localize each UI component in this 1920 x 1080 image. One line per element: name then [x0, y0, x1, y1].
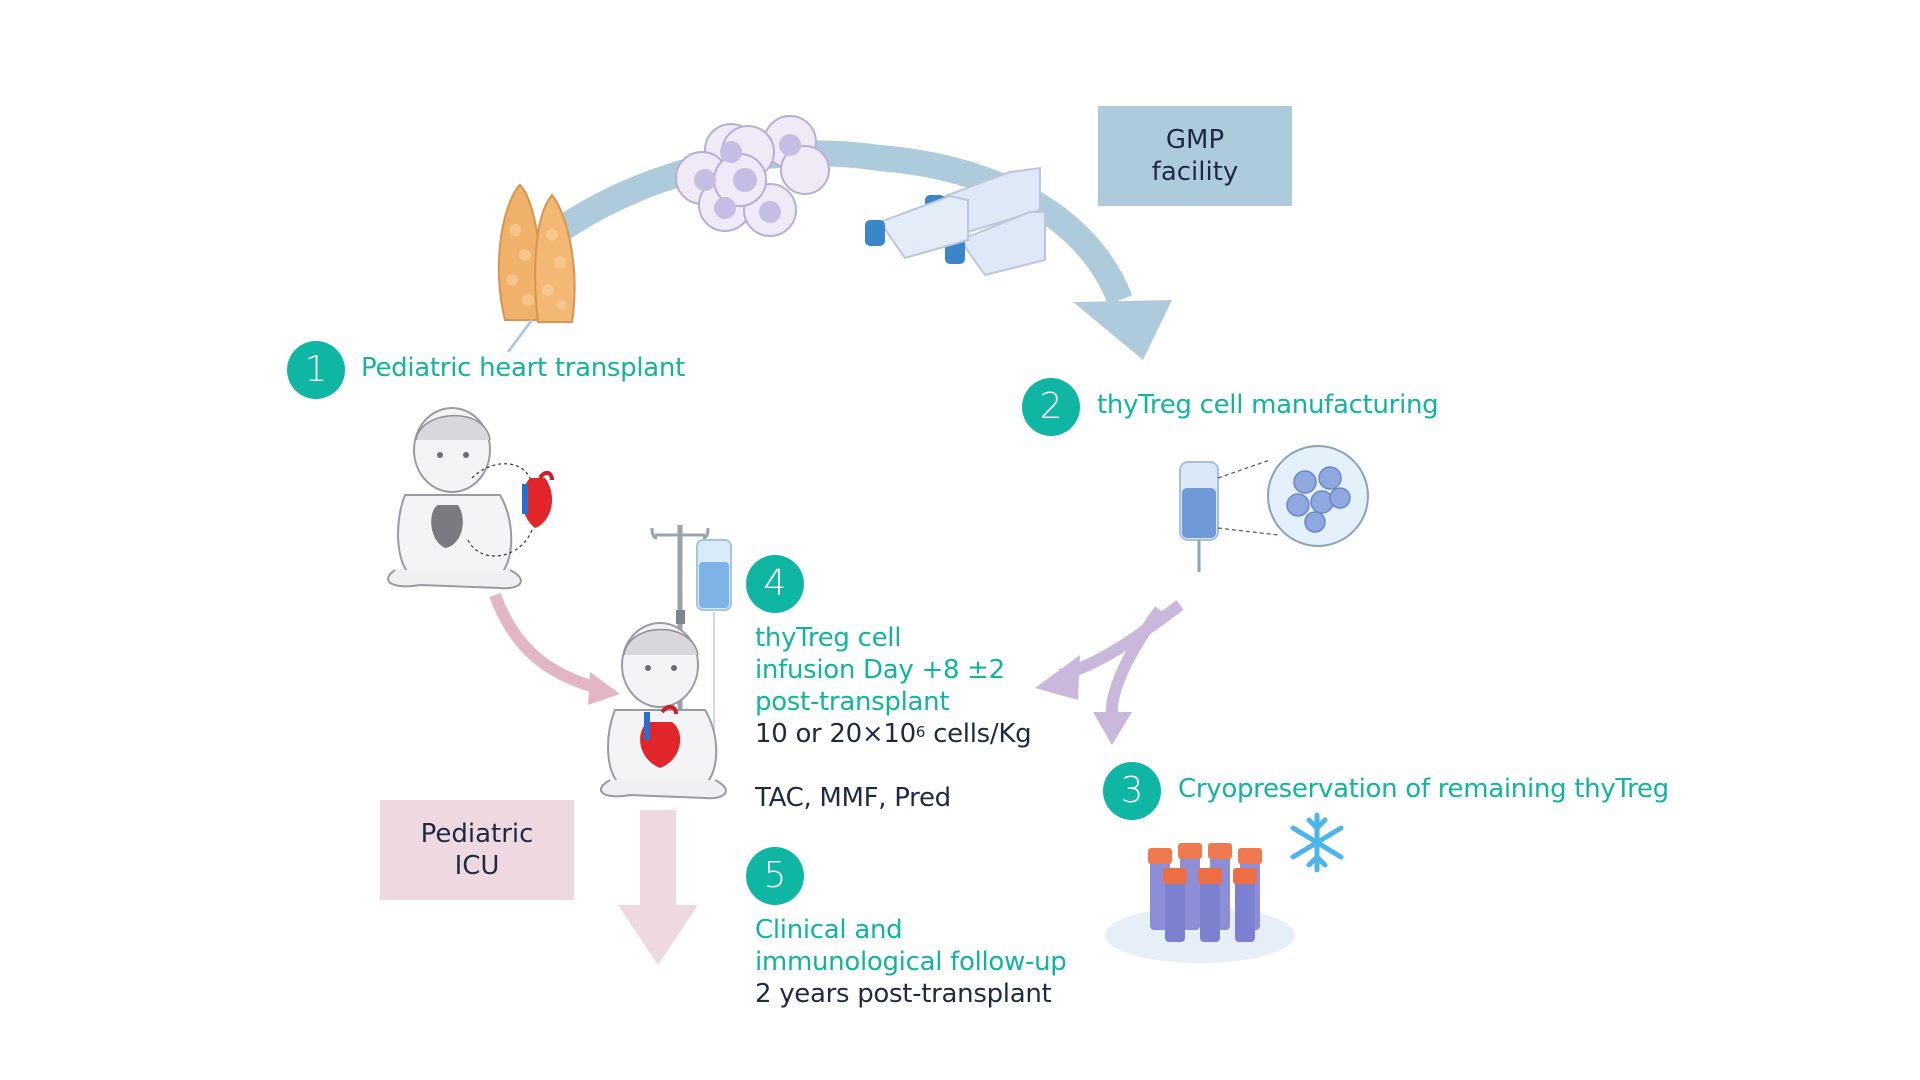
transplant-to-infusion-arrow	[489, 592, 620, 705]
step-4-title-line-3: post-transplant	[755, 687, 950, 717]
gmp-facility-box: GMP facility	[1098, 106, 1292, 206]
gmp-line-2: facility	[1151, 157, 1239, 187]
step-4-text: thyTreg cell infusion Day +8 ±2 post-tra…	[755, 622, 1032, 814]
icu-line-2: ICU	[454, 851, 500, 881]
cell-product-bag-icon	[1179, 461, 1219, 572]
icu-down-arrow	[618, 810, 698, 965]
dose-prefix: 10 or 20×10	[755, 719, 916, 749]
step-1-title: Pediatric heart transplant	[361, 353, 686, 383]
icu-line-1: Pediatric	[420, 819, 534, 849]
step-4-badge: 4	[746, 555, 804, 613]
step-4-dose: 10 or 20×106 cells/Kg	[755, 718, 1032, 750]
pediatric-icu-box: Pediatric ICU	[380, 800, 574, 900]
step-2-badge: 2	[1022, 378, 1080, 436]
thymus-icon	[497, 183, 576, 353]
infant-heart-icon	[387, 407, 554, 590]
iv-bag-icon	[696, 539, 732, 740]
snowflake-icon	[1290, 812, 1344, 873]
cryovials-icon	[1105, 843, 1295, 963]
dose-exponent: 6	[915, 723, 926, 741]
step-5-detail: 2 years post-transplant	[755, 979, 1052, 1009]
step-4-drugs: TAC, MMF, Pred	[755, 783, 951, 813]
dose-suffix: cells/Kg	[925, 719, 1032, 749]
split-arrow	[1035, 600, 1184, 745]
gmp-line-1: GMP	[1165, 125, 1225, 155]
step-4-title-line-2: infusion Day +8 ±2	[755, 655, 1005, 685]
step-3-badge: 3	[1103, 762, 1161, 820]
step-2-title: thyTreg cell manufacturing	[1097, 390, 1439, 420]
step-4-title-line-1: thyTreg cell	[755, 623, 902, 653]
step-5-badge: 5	[746, 847, 804, 905]
culture-flasks-icon	[865, 166, 1046, 277]
step-1-badge: 1	[287, 341, 345, 399]
step-3-title: Cryopreservation of remaining thyTreg	[1178, 774, 1669, 804]
infant-recipient-icon	[600, 622, 727, 800]
step-5-title-line-2: immunological follow-up	[755, 947, 1067, 977]
cell-cluster-icon	[675, 115, 830, 237]
step-5-title-line-1: Clinical and	[755, 915, 903, 945]
step-5-text: Clinical and immunological follow-up 2 y…	[755, 914, 1067, 1010]
magnified-cells-icon	[1217, 445, 1369, 547]
manufacturing-arrow	[519, 140, 1172, 360]
